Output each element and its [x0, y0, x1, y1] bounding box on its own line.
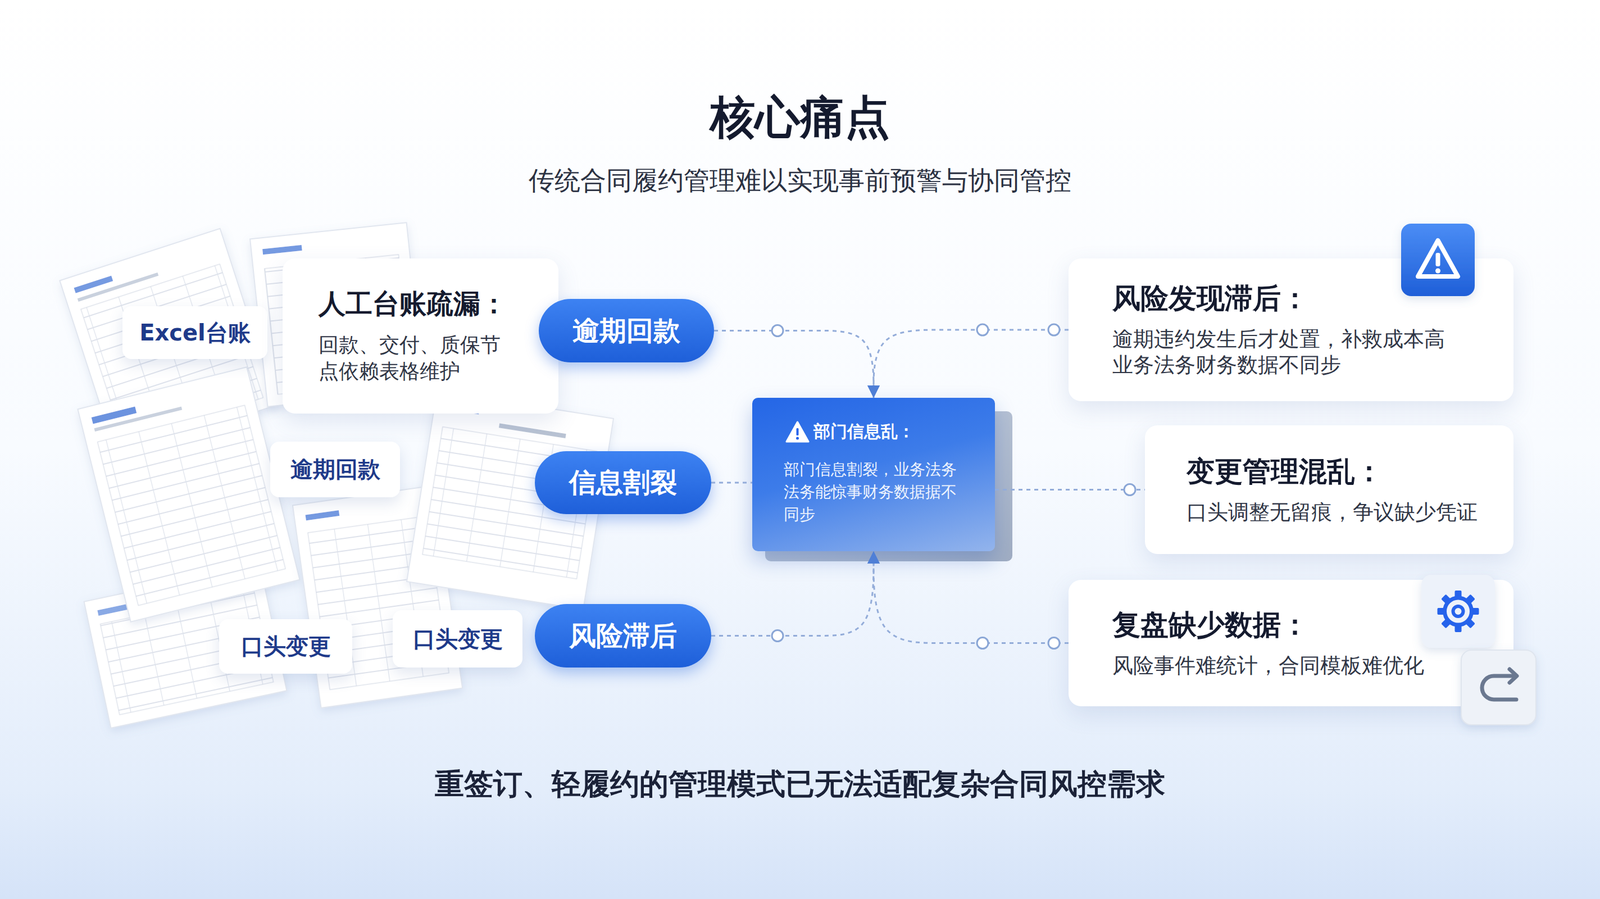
tag-chip: 口头变更: [392, 610, 523, 668]
paper-sheet: [292, 485, 463, 708]
node-label: 逾期回款: [572, 312, 681, 349]
card-heading: 人工台账疏漏：: [318, 287, 545, 321]
node-label: Excel台账: [139, 317, 251, 349]
paper-sheet: [292, 485, 463, 708]
summary-note: 重签订、轻履约的管理模式已无法适配复杂合同风控需求: [0, 769, 1600, 799]
issue-pill: 风险滞后: [534, 603, 712, 668]
issue-pill: 信息割裂: [534, 451, 712, 515]
card-body: 风险事件难统计，合同模板难优化: [1112, 652, 1472, 679]
paper-sheet: [97, 405, 286, 606]
paper-sheet: [59, 228, 277, 458]
junction-dot: [976, 637, 989, 649]
card-body: 口头调整无留痕，争议缺少凭证: [1186, 499, 1500, 526]
node-label: 风险滞后: [569, 617, 677, 654]
diagram-caption: 传统合同履约管理难以实现事前预警与协同管控: [0, 167, 1600, 194]
junction-dot: [1124, 484, 1136, 496]
card-body: 部门信息割裂，业务法务 法务能惊事财务数据据不 同步: [783, 458, 964, 526]
issue-pill: 逾期回款: [538, 298, 715, 363]
paper-sheet: [498, 423, 567, 439]
pain-card: 风险发现滞后： 逾期违约发生后才处置，补救成本高 业务法务财务数据不同步: [1068, 258, 1514, 402]
pain-card: 变更管理混乱： 口头调整无留痕，争议缺少凭证: [1144, 425, 1514, 554]
node-label: 口头变更: [241, 630, 331, 662]
tag-chip: 口头变更: [219, 619, 353, 674]
junction-dot: [1048, 637, 1060, 649]
card-body: 回款、交付、质保节 点依赖表格维护: [318, 331, 516, 385]
junction-dot: [771, 630, 784, 642]
tag-chip: 逾期回款: [270, 441, 400, 498]
dashed-connector: [994, 488, 1145, 491]
paper-sheet: [77, 366, 300, 622]
card-heading: 部门信息乱：: [813, 420, 964, 443]
paper-sheet: [94, 406, 183, 433]
paper-sheet: [77, 272, 159, 302]
paper-sheet: [262, 244, 303, 255]
paper-sheet: [74, 275, 114, 294]
pain-card: 复盘缺少数据： 风险事件难统计，合同模板难优化: [1068, 579, 1514, 707]
card-body: 逾期违约发生后才处置，补救成本高 业务法务财务数据不同步: [1112, 326, 1472, 379]
dashed-connector: [714, 330, 874, 399]
card-heading: 变更管理混乱：: [1186, 454, 1500, 489]
junction-dot: [976, 324, 989, 336]
paper-sheet: [77, 366, 300, 622]
tag-chip: Excel台账: [122, 306, 268, 359]
junction-dot: [771, 325, 784, 337]
card-heading: 复盘缺少数据：: [1112, 607, 1500, 642]
node-label: 口头变更: [412, 623, 503, 655]
paper-sheet: [59, 228, 277, 458]
hub-card: 部门信息乱： 部门信息割裂，业务法务 法务能惊事财务数据据不 同步: [752, 397, 995, 552]
paper-sheet: [91, 406, 138, 425]
pain-card: 人工台账疏漏： 回款、交付、质保节 点依赖表格维护: [282, 258, 559, 414]
junction-dot: [1048, 324, 1060, 336]
paper-sheet: [97, 602, 138, 616]
dashed-connector: [873, 329, 1069, 398]
dashed-connector: [873, 551, 1069, 644]
card-heading: 风险发现滞后：: [1112, 281, 1500, 316]
paper-sheet: [305, 510, 340, 521]
diagram-title: 核心痛点: [0, 94, 1600, 140]
node-label: 信息割裂: [569, 464, 677, 501]
node-label: 逾期回款: [290, 453, 381, 485]
dashed-connector: [711, 482, 753, 484]
dashed-connector: [711, 551, 874, 636]
